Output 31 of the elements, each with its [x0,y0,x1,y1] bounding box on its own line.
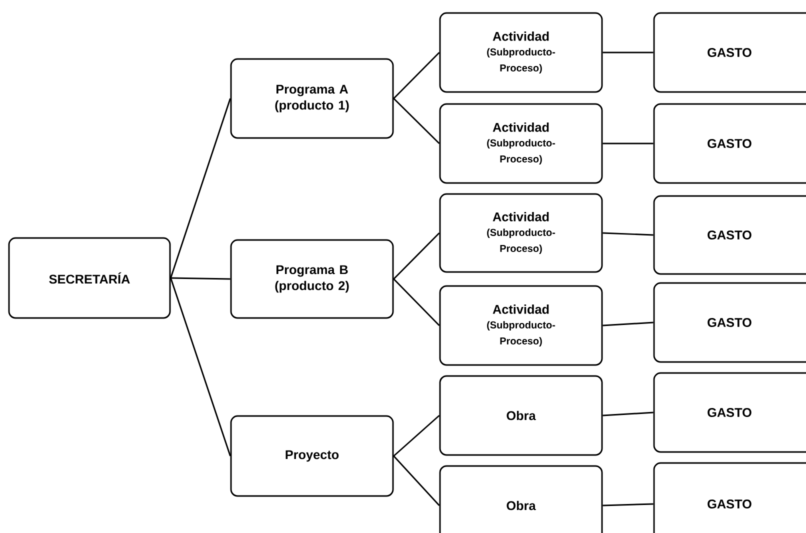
program-box: Programa B (producto 2) [230,239,394,319]
activity-box: Actividad (Subproducto-Proceso) [439,103,603,184]
connector-line [170,277,230,280]
project-box: Proyecto [230,415,394,497]
connector-line [602,142,654,144]
expense-box: GASTO [653,12,806,93]
work-box: Obra [439,375,603,456]
expense-box: GASTO [653,372,806,453]
connector-line [602,503,654,506]
activity-box: Actividad (Subproducto-Proceso) [439,285,603,366]
connector-line [393,278,440,326]
connector-line [602,322,654,326]
connector-line [393,52,440,100]
expense-box: GASTO [653,195,806,275]
connector-line [602,232,654,236]
connector-line [393,232,440,280]
expense-box: GASTO [653,103,806,184]
connector-line [170,98,231,278]
expense-box: GASTO [653,462,806,533]
program-box: Programa A (producto 1) [230,58,394,139]
connector-line [393,456,440,506]
expense-box: GASTO [653,282,806,363]
connector-line [393,98,440,144]
connector-line [393,414,440,457]
connector-line [602,412,654,416]
connector-line [602,52,654,54]
activity-box: Actividad (Subproducto-Proceso) [439,12,603,93]
root-box: SECRETARÍA [8,237,171,319]
work-box: Obra [439,465,603,533]
connector-line [170,278,231,456]
activity-box: Actividad (Subproducto-Proceso) [439,193,603,273]
